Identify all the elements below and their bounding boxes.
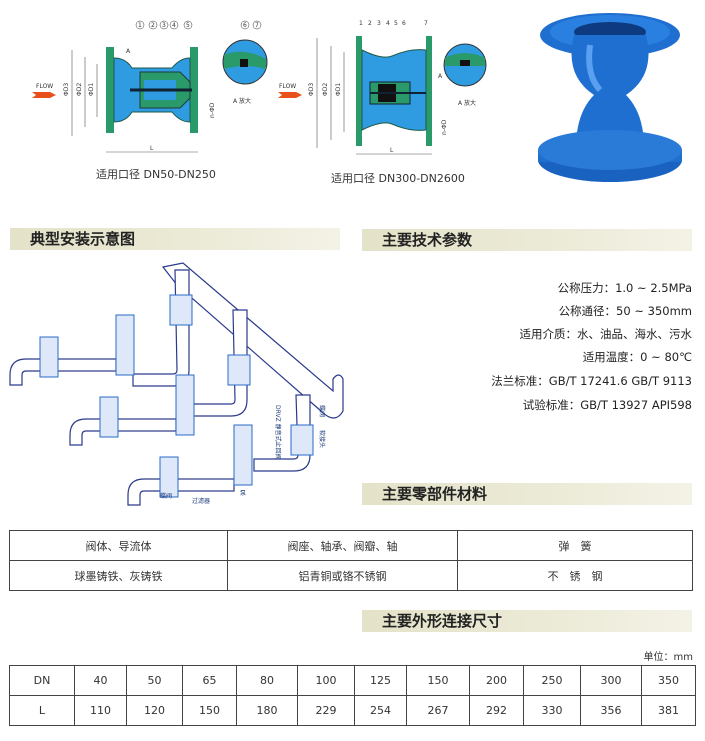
- table-cell: DN: [9, 665, 75, 696]
- svg-text:1: 1: [359, 20, 363, 27]
- svg-text:过滤器: 过滤器: [192, 497, 210, 505]
- svg-text:3: 3: [162, 22, 166, 29]
- spec-medium: 适用介质：水、油品、海水、污水: [519, 327, 693, 341]
- svg-text:FLOW: FLOW: [279, 83, 296, 90]
- svg-text:6: 6: [243, 22, 247, 29]
- svg-text:5: 5: [186, 22, 190, 29]
- installation-diagram: 蝶阀 过滤器 泵 DRVZ 静音式止回阀 蝶阀 软接头: [9, 262, 344, 506]
- svg-text:n-ΦD: n-ΦD: [441, 119, 448, 135]
- check-valve-photo: [538, 13, 682, 182]
- table-cell: 50: [126, 665, 183, 696]
- svg-text:蝶阀: 蝶阀: [160, 492, 172, 500]
- table-cell: 350: [641, 665, 696, 696]
- table-cell: 120: [126, 695, 183, 726]
- svg-text:4: 4: [386, 20, 390, 27]
- spec-temperature: 适用温度：0 ~ 80℃: [582, 350, 692, 364]
- table-row: 球墨铸铁、灰铸铁 铝青铜或铬不锈钢 不 锈 钢: [9, 560, 693, 591]
- valve-drawing-dn50-250: FLOW ΦD3 ΦD2 ΦD1 L n-ΦD 1 2 3 4 5 6 7 A …: [32, 20, 268, 153]
- install-section-header: 典型安装示意图: [10, 228, 340, 250]
- svg-text:软接头: 软接头: [318, 430, 326, 448]
- flow-arrow-icon: FLOW: [32, 83, 56, 98]
- table-row: 阀体、导流体 阀座、轴承、阀瓣、轴 弹 簧: [9, 530, 693, 561]
- svg-text:FLOW: FLOW: [36, 83, 53, 90]
- svg-text:A: A: [438, 73, 443, 80]
- spec-nominal-diameter: 公称通径：50 ~ 350mm: [558, 304, 692, 318]
- table-cell: 381: [641, 695, 696, 726]
- table-cell: 阀体、导流体: [9, 530, 228, 561]
- svg-text:ΦD1: ΦD1: [335, 83, 342, 96]
- svg-text:A 放大: A 放大: [233, 97, 251, 105]
- table-cell: 229: [297, 695, 355, 726]
- table-cell: 100: [297, 665, 355, 696]
- svg-text:3: 3: [377, 20, 381, 27]
- table-cell: 254: [354, 695, 407, 726]
- table-cell: 200: [469, 665, 524, 696]
- table-cell: 弹 簧: [457, 530, 693, 561]
- table-cell: 150: [406, 665, 470, 696]
- svg-text:5: 5: [394, 20, 398, 27]
- spec-test-standard: 试验标准：GB/T 13927 API598: [522, 398, 692, 412]
- table-cell: 300: [580, 665, 642, 696]
- spec-flange-standard: 法兰标准：GB/T 17241.6 GB/T 9113: [491, 374, 692, 388]
- svg-text:7: 7: [255, 22, 259, 29]
- svg-text:2: 2: [151, 22, 155, 29]
- svg-text:n-ΦD: n-ΦD: [209, 102, 216, 118]
- svg-text:6: 6: [402, 20, 406, 27]
- valve-drawing-dn300-2600: FLOW ΦD3 ΦD2 ΦD1 L n-ΦD A 1 2 3 4 5 6 7 …: [278, 20, 487, 155]
- flow-arrow-icon: FLOW: [278, 83, 302, 98]
- materials-section-header: 主要零部件材料: [362, 483, 692, 505]
- svg-text:L: L: [150, 145, 154, 152]
- table-cell: 292: [469, 695, 524, 726]
- table-cell: 125: [354, 665, 407, 696]
- materials-table: 阀体、导流体 阀座、轴承、阀瓣、轴 弹 簧 球墨铸铁、灰铸铁 铝青铜或铬不锈钢 …: [9, 530, 693, 591]
- table-cell: 356: [580, 695, 642, 726]
- detail-a-magnified: A 放大: [222, 39, 268, 105]
- table-cell: 180: [236, 695, 298, 726]
- svg-text:ΦD2: ΦD2: [76, 83, 83, 96]
- large-valve-caption: 适用口径 DN300-DN2600: [331, 172, 465, 185]
- svg-text:1: 1: [138, 22, 142, 29]
- svg-text:泵: 泵: [240, 490, 246, 497]
- detail-a-magnified: A 放大: [443, 43, 487, 107]
- svg-text:7: 7: [424, 20, 428, 27]
- table-cell: 250: [523, 665, 581, 696]
- small-valve-caption: 适用口径 DN50-DN250: [96, 168, 216, 181]
- svg-text:ΦD3: ΦD3: [63, 83, 70, 96]
- svg-text:ΦD3: ΦD3: [308, 83, 315, 96]
- dimensions-section-header: 主要外形连接尺寸: [362, 610, 692, 632]
- svg-text:ΦD2: ΦD2: [322, 83, 329, 96]
- table-cell: 80: [236, 665, 298, 696]
- table-cell: 40: [74, 665, 127, 696]
- table-cell: 球墨铸铁、灰铸铁: [9, 560, 228, 591]
- svg-text:ΦD1: ΦD1: [88, 83, 95, 96]
- table-cell: 330: [523, 695, 581, 726]
- svg-text:L: L: [390, 147, 394, 154]
- table-cell: 铝青铜或铬不锈钢: [227, 560, 458, 591]
- table-cell: 65: [182, 665, 237, 696]
- svg-text:A 放大: A 放大: [458, 99, 476, 107]
- table-cell: 不 锈 钢: [457, 560, 693, 591]
- table-cell: L: [9, 695, 75, 726]
- table-cell: 150: [182, 695, 237, 726]
- specs-section-header: 主要技术参数: [362, 229, 692, 251]
- table-cell: 阀座、轴承、阀瓣、轴: [227, 530, 458, 561]
- svg-text:DRVZ 静音式止回阀: DRVZ 静音式止回阀: [274, 405, 282, 460]
- table-cell: 267: [406, 695, 470, 726]
- svg-text:4: 4: [172, 22, 176, 29]
- unit-label: 单位：mm: [643, 652, 693, 663]
- spec-nominal-pressure: 公称压力：1.0 ~ 2.5MPa: [557, 281, 692, 295]
- svg-text:2: 2: [368, 20, 372, 27]
- svg-text:A: A: [126, 48, 131, 55]
- svg-text:蝶阀: 蝶阀: [318, 405, 326, 417]
- table-cell: 110: [74, 695, 127, 726]
